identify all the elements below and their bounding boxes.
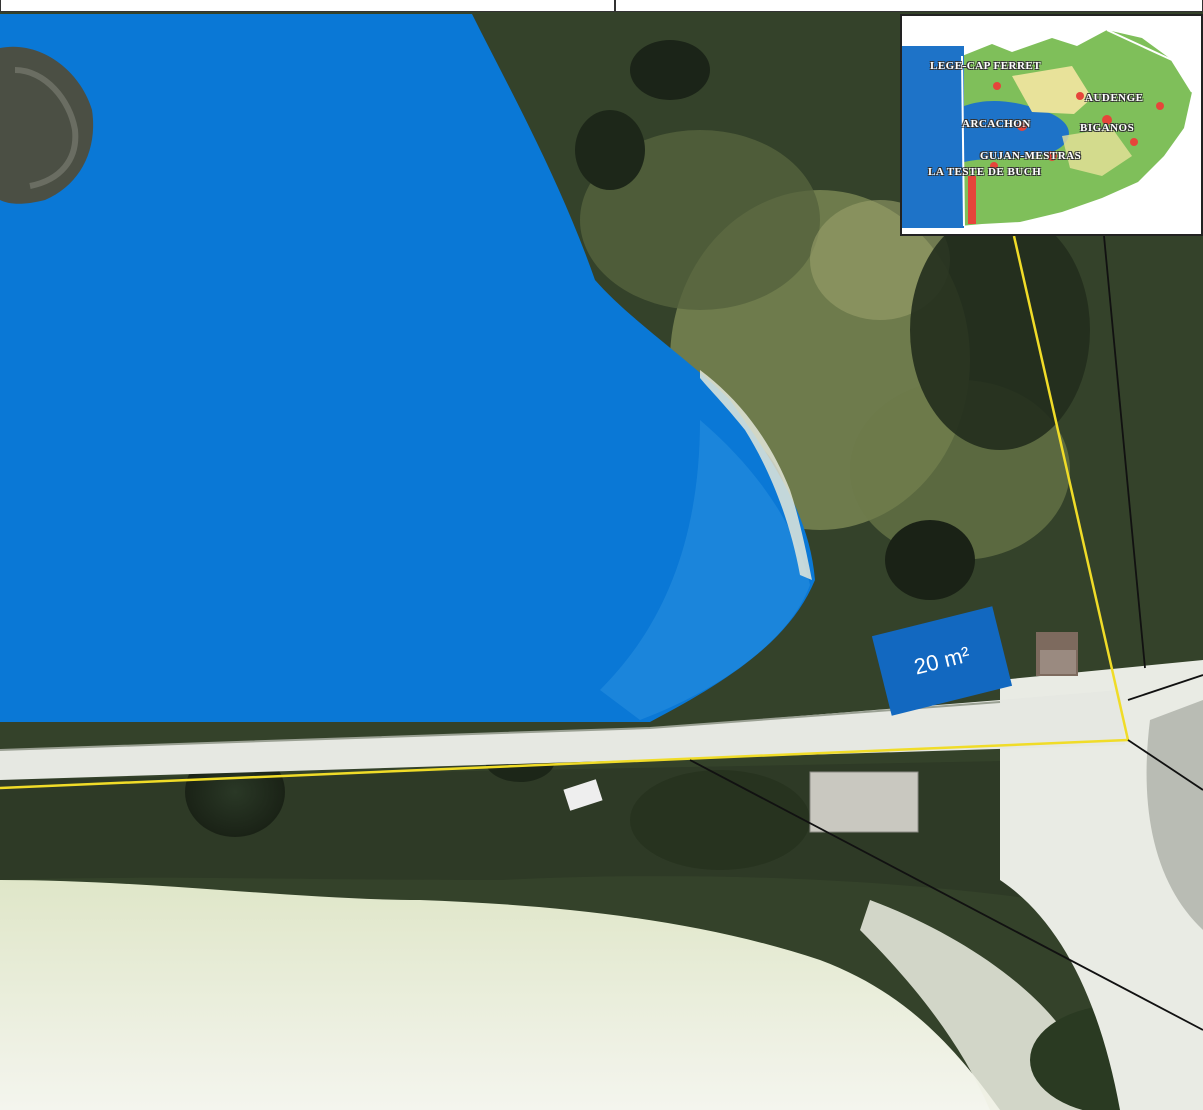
- tree: [630, 770, 810, 870]
- rock-highlight: [14, 67, 79, 189]
- top-frame-left: [0, 0, 615, 12]
- building: [1040, 650, 1076, 674]
- water-area: [0, 14, 815, 722]
- shrub: [885, 520, 975, 600]
- inset-ocean: [902, 46, 964, 228]
- shrub: [575, 110, 645, 190]
- water-shading: [600, 420, 810, 720]
- cadastral-line: [1127, 674, 1203, 701]
- vehicle: [563, 779, 603, 811]
- town-label-biganos: BIGANOS: [1080, 122, 1135, 134]
- grass-patch: [580, 130, 820, 310]
- shrub: [910, 210, 1090, 450]
- town-label-arcachon: ARCACHON: [962, 118, 1031, 130]
- shrub: [630, 40, 710, 100]
- town-label-lege-cap-ferret: LEGE-CAP FERRET: [930, 60, 1042, 72]
- top-frame-right: [615, 0, 1203, 12]
- parcel-boundary-line: [1012, 235, 1130, 741]
- building: [809, 771, 919, 833]
- cadastral-line: [1103, 235, 1146, 669]
- cadastral-line: [689, 759, 1203, 1031]
- inset-fields: [1062, 128, 1132, 176]
- paved-road-curve: [1146, 700, 1203, 930]
- inset-fields: [1012, 66, 1092, 114]
- town-label-la-teste-de-buch: LA TESTE DE BUCH: [928, 166, 1042, 178]
- parcel-boundary-line: [0, 738, 1129, 790]
- beach-sand: [0, 880, 1000, 1110]
- road: [0, 690, 1125, 780]
- inset-locator-map: LEGE-CAP FERRET AUDENGE ARCACHON BIGANOS…: [900, 14, 1203, 236]
- inset-bay: [964, 100, 1069, 162]
- road-edge: [0, 701, 1001, 751]
- inset-map-graphic: [902, 16, 1201, 234]
- cadastral-line: [1127, 739, 1203, 791]
- area-label-text: 20 m²: [911, 641, 973, 680]
- town-label-audenge: AUDENGE: [1085, 92, 1144, 104]
- shoreline: [700, 370, 812, 580]
- town-label-gujan-mestras: GUJAN-MESTRAS: [980, 150, 1082, 162]
